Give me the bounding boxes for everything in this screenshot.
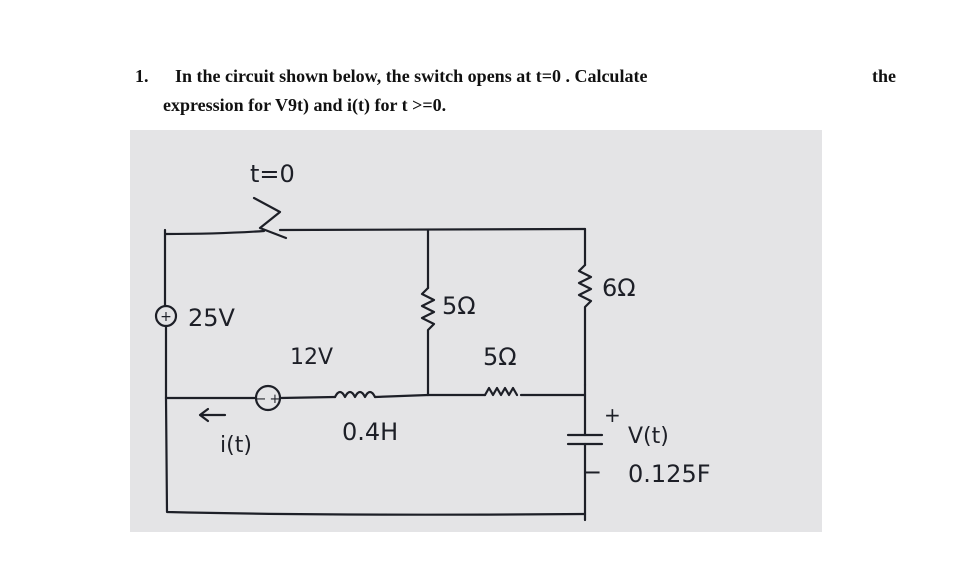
inductor-coil (333, 390, 377, 399)
circuit-diagram: + − + + − t=0 25V 12V 5Ω 6Ω 5Ω 0.4H i(t)… (154, 160, 711, 522)
capacitor-label: 0.125F (628, 460, 711, 488)
source-12v-plus: + (270, 392, 281, 407)
wire-inductor-to-node (373, 393, 430, 399)
question-text: 1. In the circuit shown below, the switc… (135, 62, 915, 120)
source-25v-plus: + (160, 309, 172, 325)
resistor-horizontal-label: 5Ω (483, 343, 517, 371)
horizontal-resistor-5ohm (483, 386, 519, 397)
resistor-6ohm (577, 263, 593, 387)
bottom-wire (164, 396, 587, 516)
inductor-label: 0.4H (342, 418, 398, 446)
top-wire (278, 227, 587, 232)
question-line-1: In the circuit shown below, the switch o… (175, 66, 648, 86)
capacitor-minus-sign: − (582, 458, 602, 486)
voltage-label: V(t) (628, 424, 669, 449)
current-arrow (198, 407, 227, 423)
source-12v-label: 12V (290, 345, 333, 370)
question-number: 1. (135, 66, 149, 86)
capacitor-plus-sign: + (604, 403, 621, 427)
left-top-wire (163, 228, 266, 238)
resistor-right-label: 6Ω (602, 274, 636, 302)
switch-blade (252, 196, 288, 240)
question-line-1-end: the (872, 66, 896, 86)
vertical-resistor-5ohm (420, 286, 436, 397)
current-label: i(t) (220, 433, 252, 458)
source-12v-minus: − (256, 392, 267, 407)
question-line-2: expression for V9t) and i(t) for t >=0. (163, 95, 447, 115)
switch-label: t=0 (250, 160, 295, 188)
resistor-vertical-label: 5Ω (442, 292, 476, 320)
circuit-photo: + − + + − t=0 25V 12V 5Ω 6Ω 5Ω 0.4H i(t)… (130, 130, 822, 532)
wire-12v-to-inductor (278, 395, 337, 400)
source-25v-label: 25V (188, 304, 236, 332)
